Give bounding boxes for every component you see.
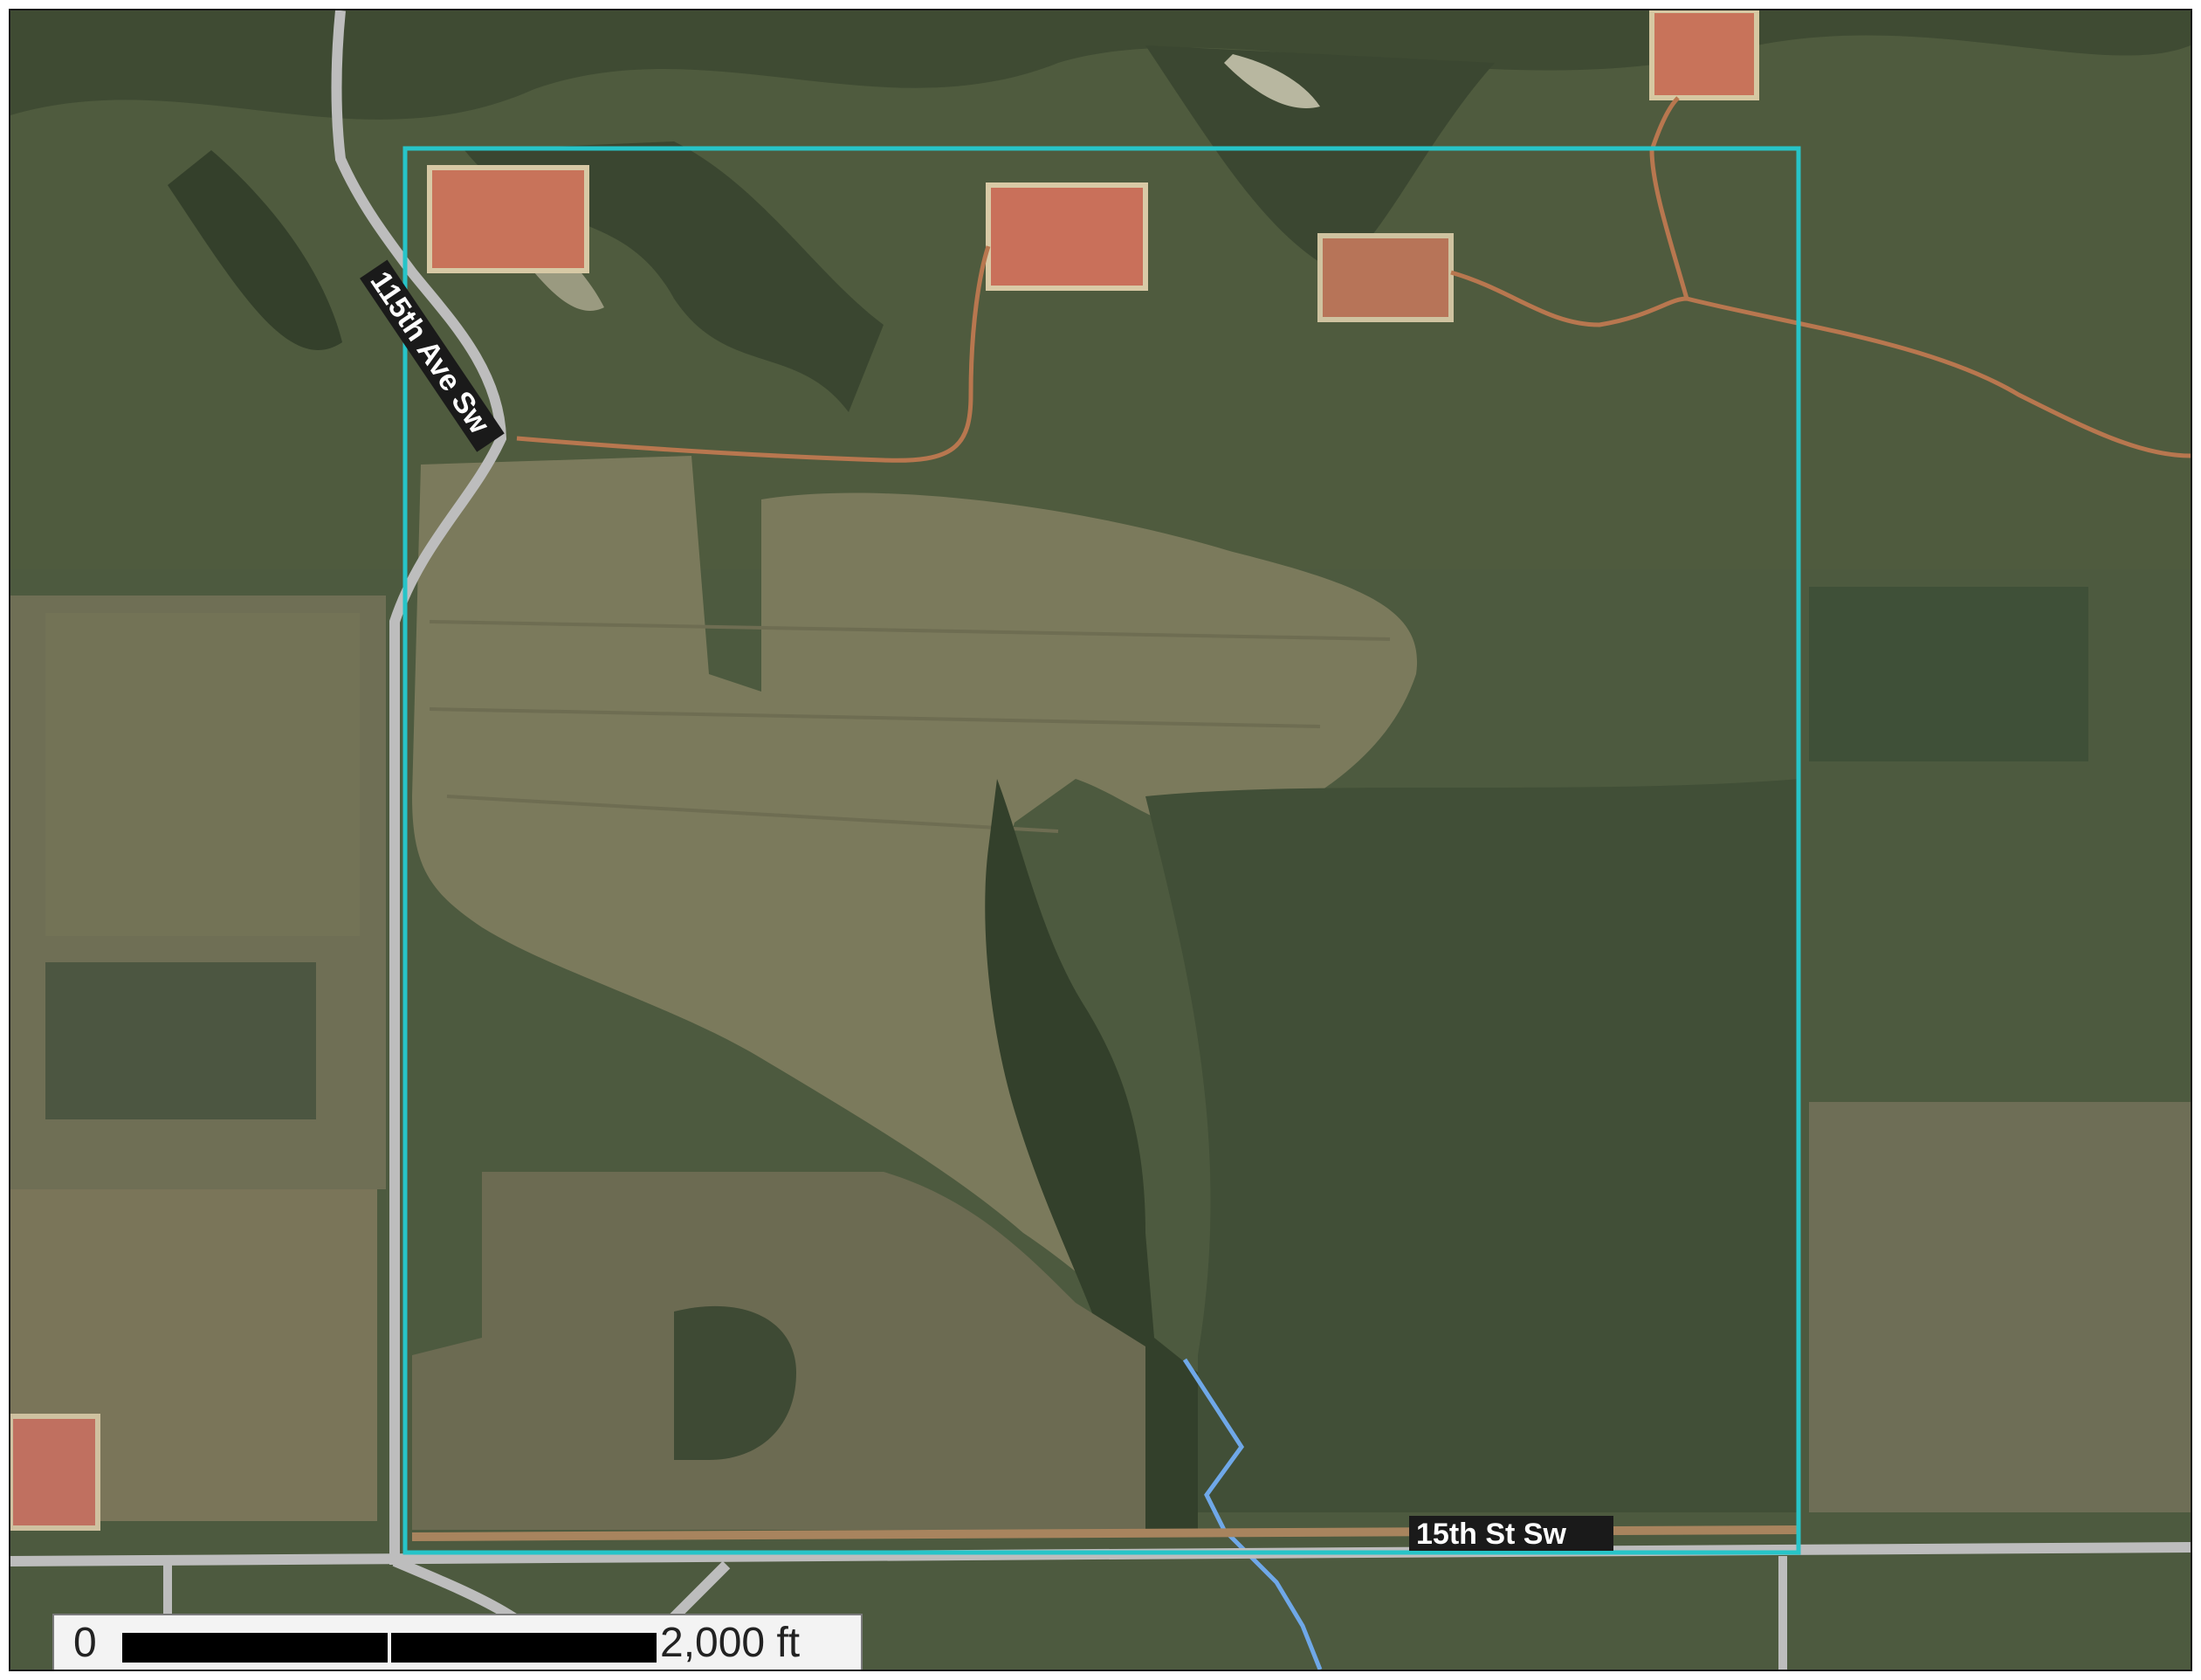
- scale-bar-segment-2: [391, 1633, 657, 1663]
- scale-bar: 0 2,000 ft: [52, 1614, 863, 1670]
- field-strip-2: [429, 707, 1321, 728]
- cropland-central: [412, 456, 1418, 1320]
- label-15th-st-text: 15th St Sw: [1416, 1518, 1566, 1551]
- grassland-east-central: [1145, 779, 1800, 1512]
- ridge-pattern-3: [1145, 45, 1495, 272]
- cropland-east: [1809, 1102, 2191, 1512]
- project-boundary: [402, 146, 1801, 1555]
- cropland-west-inner: [45, 613, 360, 936]
- well-pad-2: [986, 182, 1148, 291]
- map-view[interactable]: 115th Ave Sw 15th St Sw 0 2,000 ft: [9, 9, 2192, 1671]
- grass-east: [1809, 587, 2088, 761]
- grassland-patch-south: [674, 1305, 796, 1460]
- ridge-pattern-4: [168, 150, 342, 350]
- pale-outcrop: [1224, 54, 1320, 108]
- scale-bar-min-label: 0: [73, 1620, 97, 1666]
- aerial-imagery: 115th Ave Sw 15th St Sw: [10, 10, 2191, 1670]
- dirt-road-north: [516, 245, 991, 463]
- ridge-pattern: [10, 10, 2191, 120]
- well-pad-3: [1317, 233, 1454, 322]
- dirt-road-spur: [1649, 96, 1689, 300]
- well-pad-4: [1649, 10, 1759, 100]
- well-pad-1: [427, 165, 589, 273]
- label-15th-st: 15th St Sw: [1409, 1516, 1613, 1551]
- scale-bar-segment-1: [122, 1633, 388, 1663]
- scale-bar-max-label: 2,000 ft: [660, 1620, 801, 1666]
- label-115th-ave-bg: [360, 259, 505, 452]
- wooded-drainage: [985, 779, 1198, 1530]
- well-pad-5: [10, 1414, 100, 1531]
- road-115th-ave: [331, 10, 507, 1565]
- field-strip-3: [446, 795, 1059, 833]
- label-15th-st-bg: [1409, 1516, 1613, 1551]
- field-strip: [429, 620, 1391, 641]
- grassland-west: [45, 962, 316, 1119]
- dirt-road-east: [1450, 270, 2191, 458]
